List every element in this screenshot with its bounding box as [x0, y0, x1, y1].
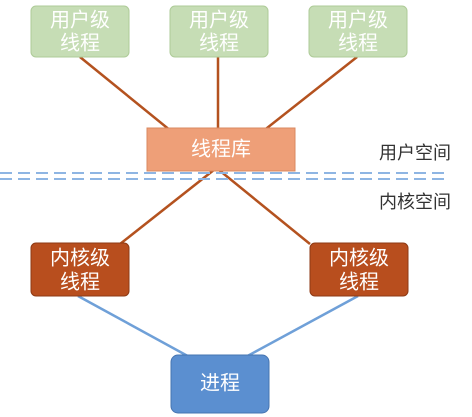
user-thread-label-line1: 用户级: [328, 8, 388, 32]
thread-library: 线程库: [146, 127, 296, 172]
kernel-thread-label-line2: 线程: [339, 270, 379, 294]
user-thread-1: 用户级 线程: [30, 5, 130, 58]
process-box: [170, 354, 270, 414]
user-thread-box: [169, 5, 269, 58]
thread-library-label: 线程库: [191, 137, 251, 161]
kernel-thread-label-line1: 内核级: [329, 246, 389, 270]
user-thread-box: [308, 5, 408, 58]
user-space-label: 用户空间: [379, 143, 451, 164]
connector-kernel-thread-1-process: [77, 294, 196, 362]
kernel-thread-2: 内核级 线程: [309, 242, 409, 297]
kernel-thread-label-line1: 内核级: [50, 246, 110, 270]
kernel-space-label: 内核空间: [379, 192, 451, 213]
thread-library-box: [146, 127, 296, 172]
user-thread-3: 用户级 线程: [308, 5, 408, 58]
user-thread-label-line2: 线程: [338, 31, 378, 55]
kernel-thread-box: [309, 242, 409, 297]
process: 进程: [170, 354, 270, 414]
user-thread-label-line1: 用户级: [189, 8, 249, 32]
connector-kernel-thread-2-process: [239, 294, 359, 362]
user-thread-label-line2: 线程: [199, 31, 239, 55]
user-thread-label-line1: 用户级: [50, 8, 110, 32]
user-thread-2: 用户级 线程: [169, 5, 269, 58]
kernel-thread-box: [30, 242, 130, 297]
user-kernel-boundary: [0, 172, 450, 180]
kernel-thread-label-line2: 线程: [60, 270, 100, 294]
user-thread-box: [30, 5, 130, 58]
process-label: 进程: [200, 371, 240, 395]
connectors: [77, 56, 359, 362]
kernel-thread-1: 内核级 线程: [30, 242, 130, 297]
user-thread-label-line2: 线程: [60, 31, 100, 55]
